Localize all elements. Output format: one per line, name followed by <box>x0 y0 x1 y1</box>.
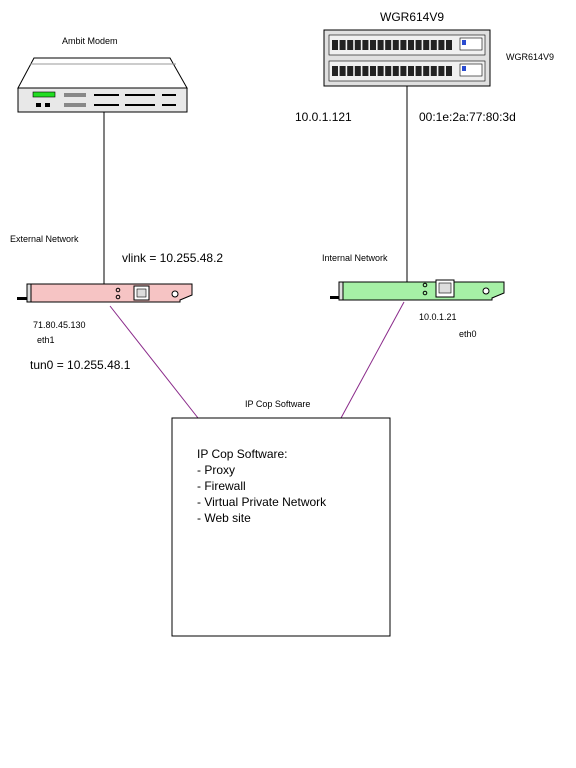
switch-port-icon <box>339 40 346 50</box>
eth1-ip: 71.80.45.130 <box>33 320 86 330</box>
switch-port-icon <box>385 66 392 76</box>
eth0-iface: eth0 <box>459 329 477 339</box>
tun0-label: tun0 = 10.255.48.1 <box>30 358 131 372</box>
ipcop-title: IP Cop Software <box>245 399 311 409</box>
switch-port-icon <box>423 40 430 50</box>
ipcop-box <box>171 417 391 637</box>
switch-port-icon <box>339 66 346 76</box>
router-side-label: WGR614V9 <box>506 52 555 62</box>
router-title: WGR614V9 <box>380 10 445 24</box>
ipcop-item-firewall: - Firewall <box>197 479 246 493</box>
switch-port-icon <box>332 40 338 50</box>
switch-port-icon <box>354 40 361 50</box>
switch-port-icon <box>377 66 384 76</box>
switch-port-icon <box>400 40 407 50</box>
switch-port-icon <box>332 66 338 76</box>
switch-port-icon <box>354 66 361 76</box>
switch-port-icon <box>438 40 445 50</box>
switch-led-icon <box>462 40 466 45</box>
switch-port-icon <box>362 40 369 50</box>
switch-port-icon <box>377 40 384 50</box>
switch-port-icon <box>392 66 399 76</box>
switch-port-icon <box>370 66 376 76</box>
ipcop-item-proxy: - Proxy <box>197 463 236 477</box>
switch-port-icon <box>370 40 376 50</box>
internal-network-label: Internal Network <box>322 253 388 263</box>
eth1-nic-card-icon <box>17 283 193 303</box>
eth0-to-ipcop-link <box>340 301 405 419</box>
switch-port-icon <box>408 66 414 76</box>
modem-icon <box>17 57 188 113</box>
eth0-ip: 10.0.1.21 <box>419 312 457 322</box>
ipcop-item-vpn: - Virtual Private Network <box>197 495 327 509</box>
switch-port-icon <box>392 40 399 50</box>
switch-led-icon <box>462 66 466 71</box>
switch-port-icon <box>430 40 437 50</box>
switch-port-icon <box>446 66 452 76</box>
router-mac: 00:1e:2a:77:80:3d <box>419 110 516 124</box>
switch-port-icon <box>415 66 422 76</box>
ipcop-heading: IP Cop Software: <box>197 447 288 461</box>
ipcop-item-website: - Web site <box>197 511 251 525</box>
switch-port-icon <box>385 40 392 50</box>
switch-port-icon <box>408 40 414 50</box>
vlink-label: vlink = 10.255.48.2 <box>122 251 224 265</box>
router-icon <box>323 29 491 87</box>
switch-port-icon <box>362 66 369 76</box>
eth1-iface: eth1 <box>37 335 55 345</box>
eth1-to-ipcop-link <box>109 305 199 419</box>
switch-port-icon <box>423 66 430 76</box>
switch-port-icon <box>430 66 437 76</box>
modem-title: Ambit Modem <box>62 36 118 46</box>
switch-port-icon <box>438 66 445 76</box>
switch-port-icon <box>347 66 354 76</box>
external-network-label: External Network <box>10 234 79 244</box>
ipcop-feature-list: IP Cop Software: - Proxy - Firewall - Vi… <box>197 446 326 526</box>
eth0-nic-card-icon <box>330 279 505 301</box>
router-ip: 10.0.1.121 <box>295 110 352 124</box>
switch-port-icon <box>415 40 422 50</box>
switch-port-icon <box>347 40 354 50</box>
switch-port-icon <box>446 40 452 50</box>
switch-port-icon <box>400 66 407 76</box>
